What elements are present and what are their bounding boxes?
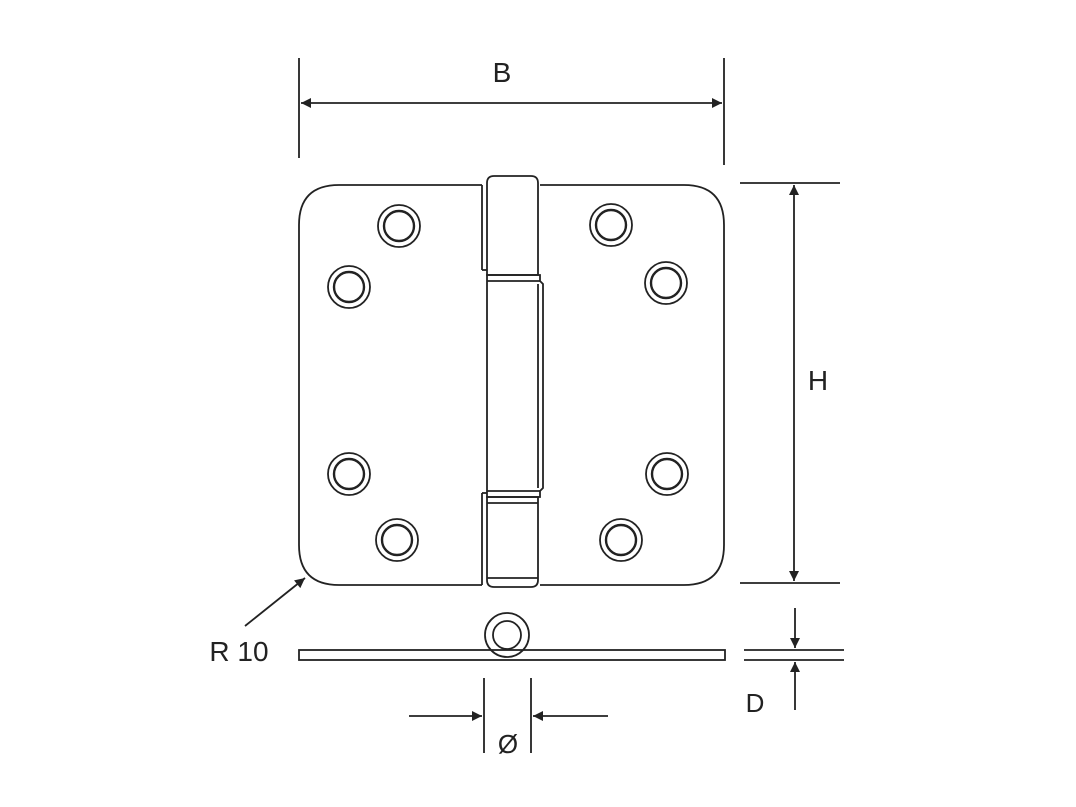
- screw-holes: [327, 203, 689, 562]
- screw-hole: [589, 203, 633, 247]
- diameter-dimension: [409, 678, 608, 753]
- thickness-label: D: [746, 688, 765, 718]
- height-label: H: [808, 365, 828, 396]
- right-leaf-outline: [540, 184, 725, 586]
- screw-hole: [327, 452, 371, 496]
- radius-leader-arrow: [244, 577, 306, 627]
- width-dimension: [298, 58, 725, 165]
- screw-hole: [377, 204, 421, 248]
- height-dimension: [740, 182, 840, 584]
- hinge-side-view: [298, 612, 726, 661]
- screw-hole: [327, 265, 371, 309]
- screw-hole: [644, 261, 688, 305]
- width-label: B: [493, 57, 512, 88]
- diameter-label: Ø: [498, 729, 518, 759]
- screw-hole: [599, 518, 643, 562]
- radius-label: R 10: [209, 636, 268, 667]
- thickness-dimension: [744, 608, 844, 710]
- left-leaf-outline: [298, 184, 482, 586]
- hinge-knuckle: [481, 175, 544, 588]
- screw-hole: [375, 518, 419, 562]
- screw-hole: [645, 452, 689, 496]
